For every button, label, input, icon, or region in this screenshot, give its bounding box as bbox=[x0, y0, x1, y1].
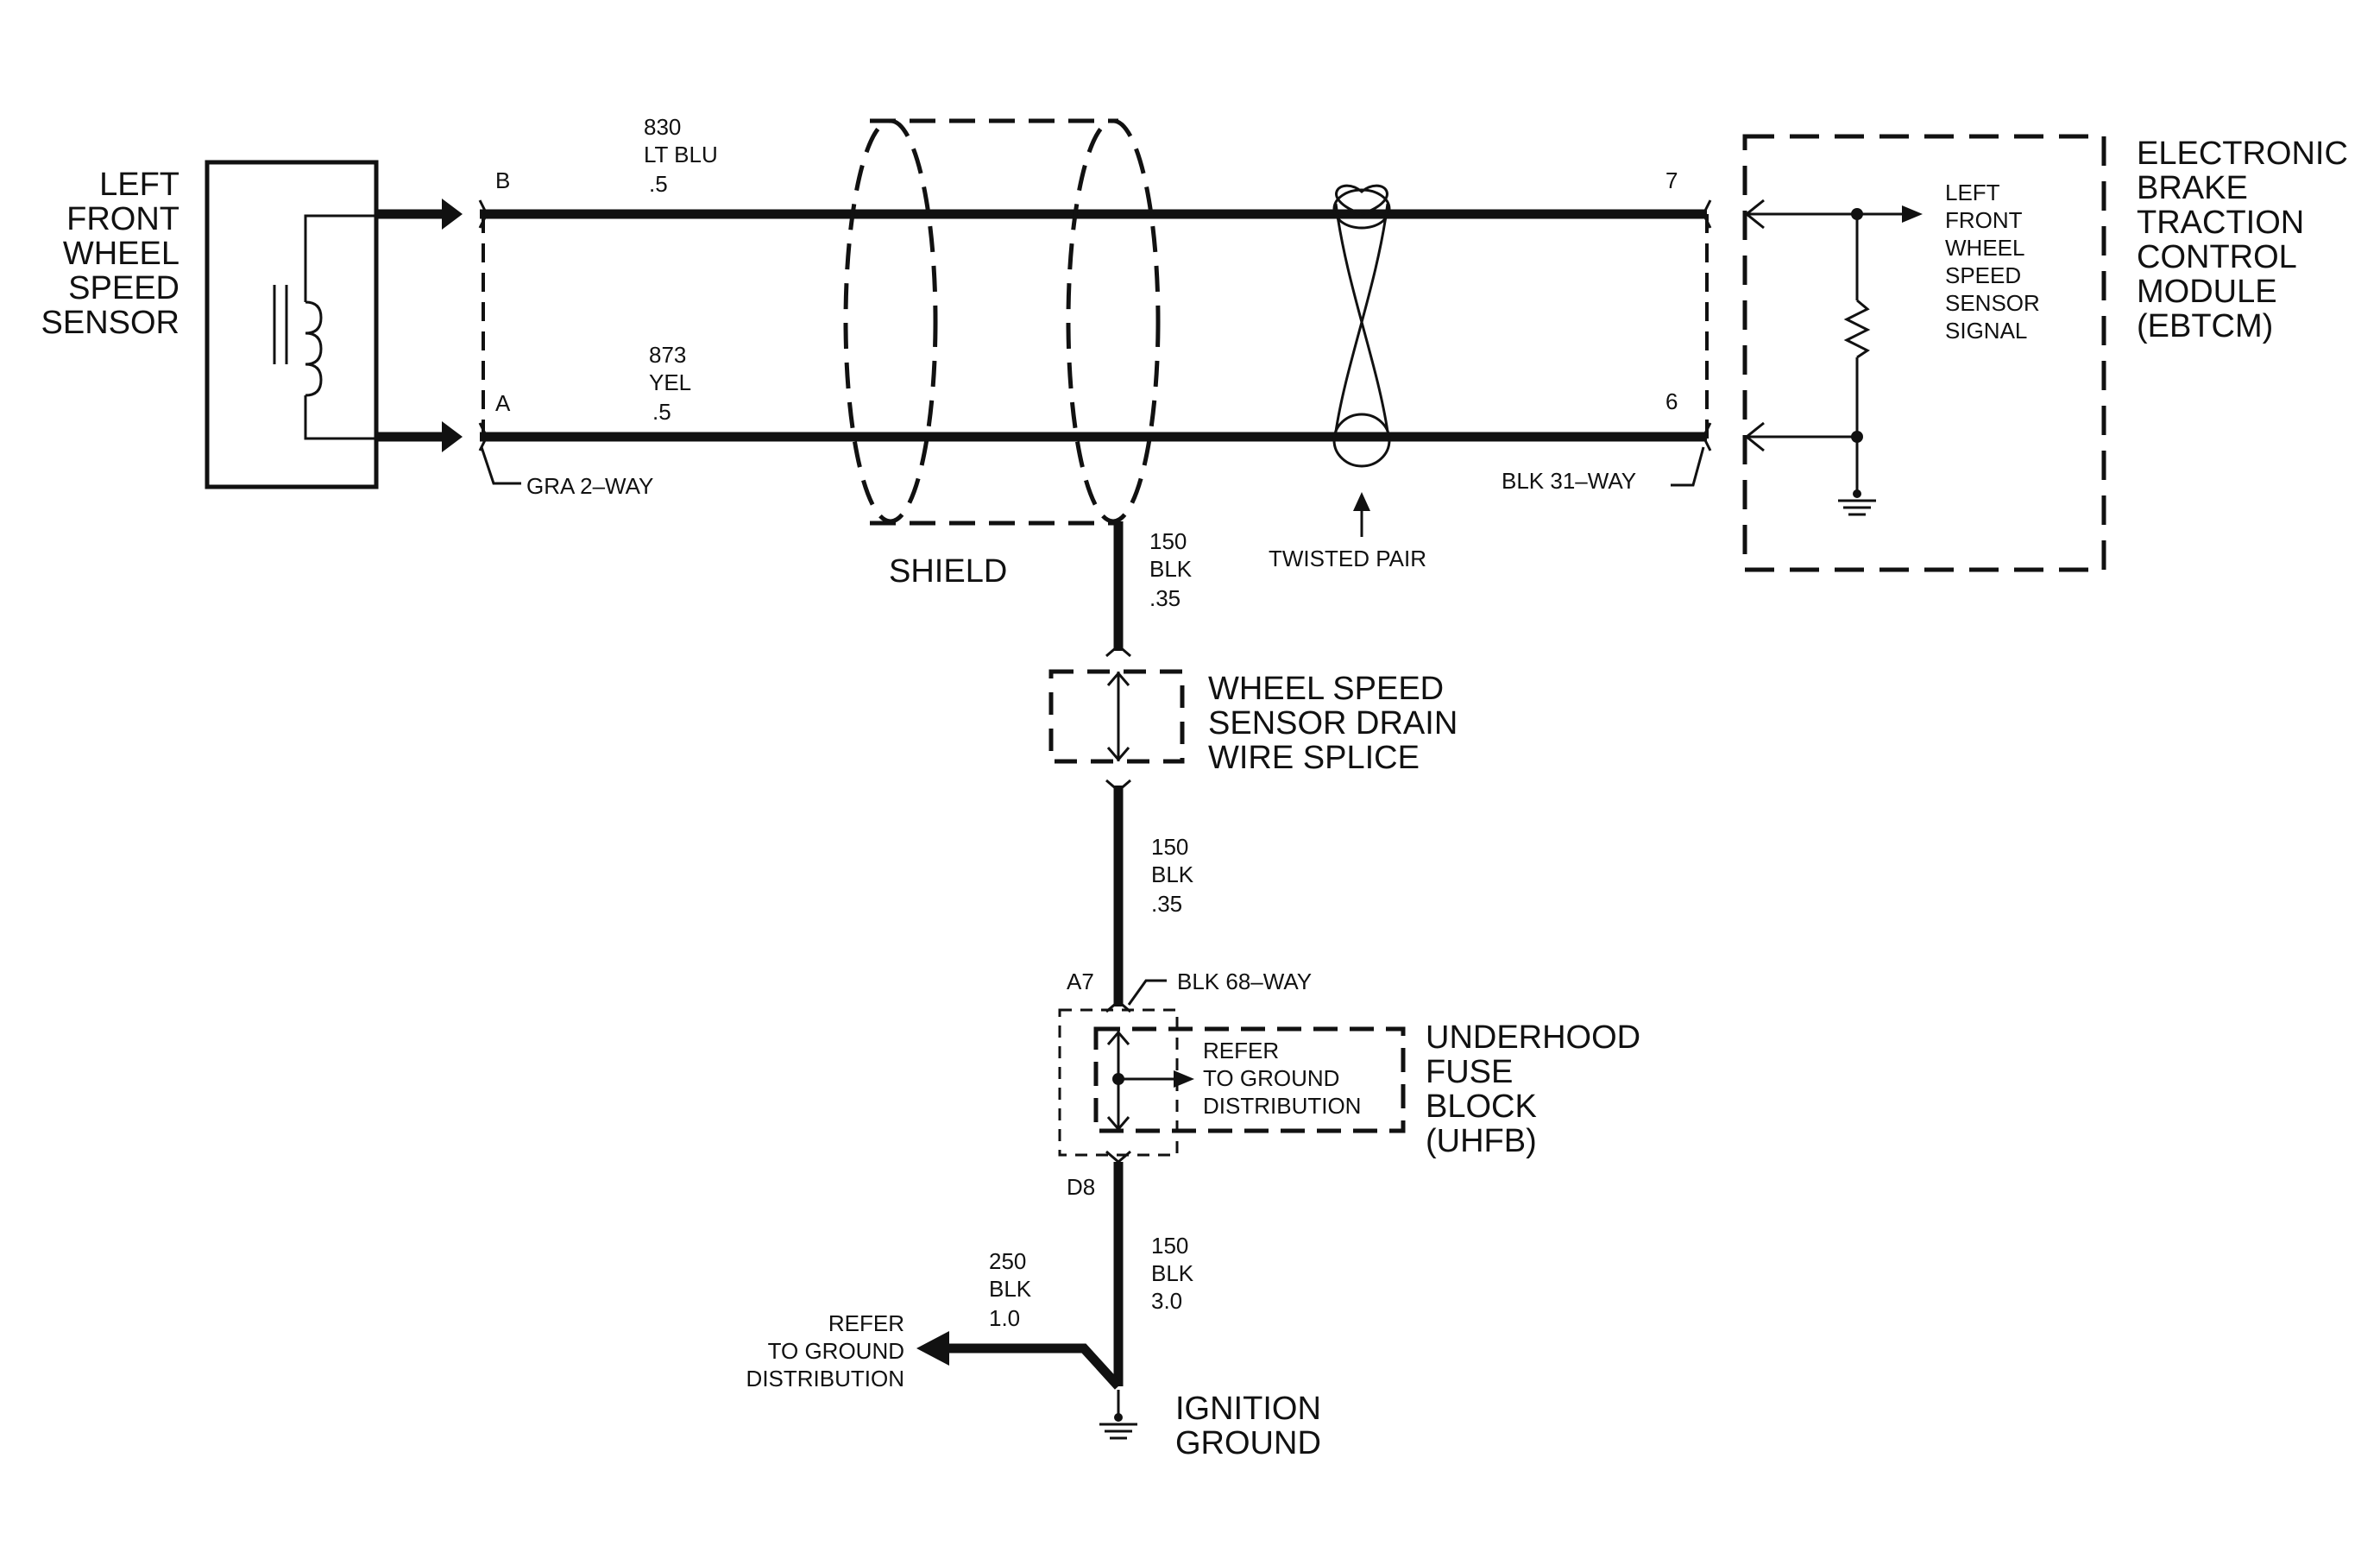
uhfb-label-1: UNDERHOOD bbox=[1426, 1019, 1640, 1056]
drain-wire-2: 150 BLK .35 bbox=[1105, 779, 1194, 1007]
ground-wire-250-color: BLK bbox=[989, 1276, 1032, 1302]
refer-ground-1: REFER bbox=[828, 1310, 904, 1336]
pin-b-label: B bbox=[495, 167, 510, 193]
uhfb-pin-out: D8 bbox=[1067, 1174, 1095, 1200]
sensor-label-4: SPEED bbox=[68, 270, 179, 306]
drain-wire-1: 150 BLK .35 bbox=[1105, 521, 1193, 658]
ebtcm-label-4: CONTROL bbox=[2137, 239, 2297, 275]
arrow-left-icon bbox=[916, 1331, 949, 1366]
pin-6-label: 6 bbox=[1665, 388, 1678, 414]
sensor-connector: GRA 2–WAY B A bbox=[480, 167, 653, 499]
twisted-pair-label: TWISTED PAIR bbox=[1269, 546, 1426, 571]
ignition-ground-label-2: GROUND bbox=[1175, 1425, 1321, 1461]
drain-wire-1-color: BLK bbox=[1149, 556, 1193, 582]
ground-wire-150-gauge: 3.0 bbox=[1151, 1288, 1182, 1314]
ebtcm-signal-label-4: SPEED bbox=[1945, 262, 2021, 288]
ignition-ground: IGNITION GROUND bbox=[1099, 1390, 1321, 1461]
ebtcm-label-2: BRAKE bbox=[2137, 170, 2248, 206]
ebtcm-signal-label-5: SENSOR bbox=[1945, 290, 2040, 316]
ebtcm-signal-label-2: FRONT bbox=[1945, 207, 2023, 233]
wire-830-color: LT BLU bbox=[644, 142, 718, 167]
ebtcm-module: LEFT FRONT WHEEL SPEED SENSOR SIGNAL bbox=[1742, 134, 2106, 572]
drain-wire-2-gauge: .35 bbox=[1151, 891, 1182, 917]
ebtcm-label: ELECTRONIC BRAKE TRACTION CONTROL MODULE… bbox=[2137, 136, 2348, 344]
ebtcm-connector: 7 6 BLK 31–WAY bbox=[1502, 167, 1709, 494]
sensor-coil-icon bbox=[273, 214, 376, 440]
arrow-left-icon bbox=[1744, 199, 1765, 230]
ebtcm-signal-label-3: WHEEL bbox=[1945, 235, 2024, 261]
pin-a-label: A bbox=[495, 390, 511, 416]
ebtcm-signal-label-1: LEFT bbox=[1945, 180, 2000, 205]
resistor-icon bbox=[1843, 299, 1871, 359]
arrow-up-icon bbox=[1353, 492, 1370, 511]
wheel-speed-sensor: LEFT FRONT WHEEL SPEED SENSOR bbox=[41, 160, 379, 489]
drain-wire-2-color: BLK bbox=[1151, 861, 1194, 887]
ground-wire-150: 150 BLK 3.0 bbox=[1113, 1162, 1194, 1386]
wire-873-gauge: .5 bbox=[652, 399, 671, 425]
ebtcm-label-1: ELECTRONIC bbox=[2137, 136, 2348, 172]
twisted-pair: TWISTED PAIR bbox=[1269, 184, 1426, 571]
arrow-left-icon bbox=[1744, 421, 1765, 452]
splice-label-1: WHEEL SPEED bbox=[1208, 671, 1444, 707]
drain-wire-1-circuit: 150 bbox=[1149, 528, 1187, 554]
drain-wire-1-gauge: .35 bbox=[1149, 585, 1181, 611]
ground-wire-250: 250 BLK 1.0 REFER TO GROUND DISTRIBUTION bbox=[746, 1248, 1123, 1391]
wire-873: 873 YEL .5 bbox=[478, 342, 1712, 451]
uhfb-refer-1: REFER bbox=[1203, 1038, 1279, 1063]
ground-wire-250-circuit: 250 bbox=[989, 1248, 1026, 1274]
ground-wire-150-color: BLK bbox=[1151, 1260, 1194, 1286]
uhfb-label-2: FUSE bbox=[1426, 1054, 1513, 1090]
sensor-label-3: WHEEL bbox=[63, 236, 179, 272]
drain-wire-splice: WHEEL SPEED SENSOR DRAIN WIRE SPLICE bbox=[1048, 669, 1458, 776]
ground-icon bbox=[1099, 1413, 1137, 1440]
ebtcm-signal-label-6: SIGNAL bbox=[1945, 318, 2027, 344]
ground-wire-250-gauge: 1.0 bbox=[989, 1305, 1020, 1331]
ignition-ground-label-1: IGNITION bbox=[1175, 1391, 1321, 1427]
arrow-right-icon bbox=[442, 199, 463, 230]
uhfb: A7 BLK 68–WAY REFER TO GROUND DISTRIBUTI… bbox=[1058, 969, 1640, 1200]
ebtcm-label-6: (EBTCM) bbox=[2137, 308, 2273, 344]
uhfb-label-4: (UHFB) bbox=[1426, 1123, 1537, 1159]
ebtcm-connector-label: BLK 31–WAY bbox=[1502, 468, 1636, 494]
shield-label: SHIELD bbox=[889, 553, 1007, 590]
uhfb-refer-2: TO GROUND bbox=[1203, 1065, 1339, 1091]
ebtcm-label-5: MODULE bbox=[2137, 274, 2277, 310]
uhfb-connector-label: BLK 68–WAY bbox=[1177, 969, 1312, 994]
wire-873-circuit: 873 bbox=[649, 342, 686, 368]
shield: SHIELD bbox=[843, 118, 1161, 590]
wire-830: 830 LT BLU .5 bbox=[478, 114, 1712, 229]
pin-7-label: 7 bbox=[1665, 167, 1678, 193]
wire-873-color: YEL bbox=[649, 369, 691, 395]
wire-830-circuit: 830 bbox=[644, 114, 681, 140]
uhfb-pin-in: A7 bbox=[1067, 969, 1094, 994]
ground-icon bbox=[1838, 489, 1876, 516]
wire-830-gauge: .5 bbox=[649, 171, 668, 197]
splice-label-3: WIRE SPLICE bbox=[1208, 740, 1420, 776]
uhfb-refer-3: DISTRIBUTION bbox=[1203, 1093, 1361, 1119]
arrow-right-icon bbox=[1174, 1070, 1194, 1088]
sensor-label-2: FRONT bbox=[66, 201, 179, 237]
sensor-body bbox=[205, 160, 379, 489]
ebtcm-label-3: TRACTION bbox=[2137, 205, 2304, 241]
sensor-label-1: LEFT bbox=[99, 167, 179, 203]
uhfb-label-3: BLOCK bbox=[1426, 1089, 1537, 1125]
sensor-label-5: SENSOR bbox=[41, 305, 179, 341]
sensor-connector-label: GRA 2–WAY bbox=[526, 473, 653, 499]
refer-ground-2: TO GROUND bbox=[768, 1338, 904, 1364]
arrow-right-icon bbox=[442, 421, 463, 452]
splice-label-2: SENSOR DRAIN bbox=[1208, 705, 1458, 741]
ground-wire-150-circuit: 150 bbox=[1151, 1233, 1188, 1259]
refer-ground-3: DISTRIBUTION bbox=[746, 1366, 904, 1391]
arrow-right-icon bbox=[1902, 205, 1923, 223]
drain-wire-2-circuit: 150 bbox=[1151, 834, 1188, 860]
